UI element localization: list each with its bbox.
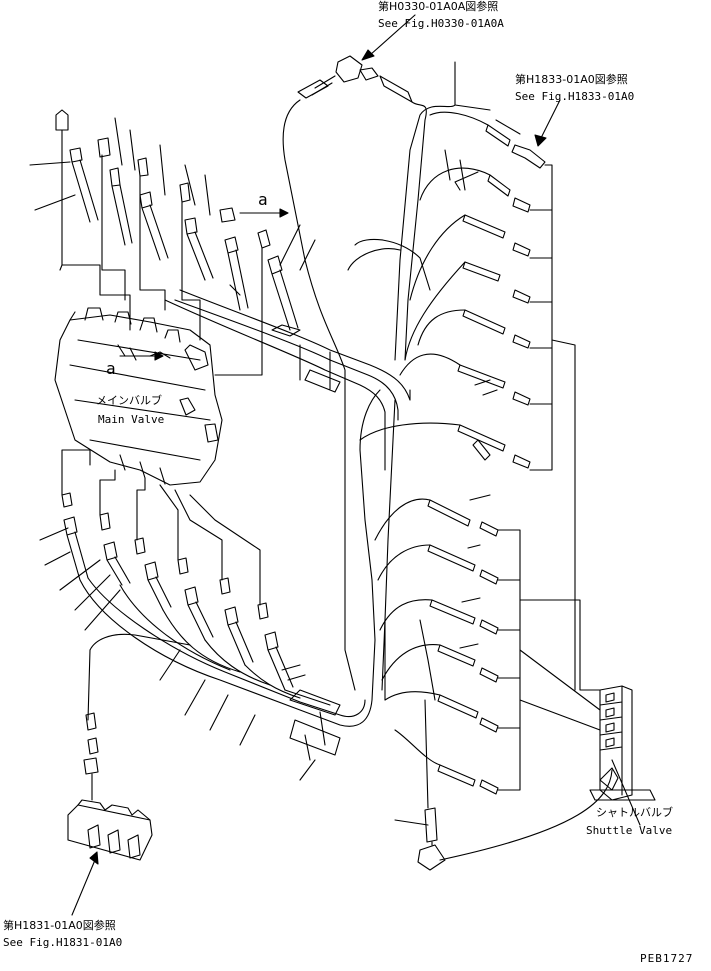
top-tee-fitting: [297, 55, 413, 103]
upper-left-fittings: [55, 109, 299, 331]
shuttle-valve-label-jp: シャトルバルブ: [596, 805, 673, 819]
ref-top-jp: 第H0330-01A0A図参照: [378, 0, 498, 13]
bottom-elbow-fitting: [417, 807, 446, 871]
ref-bottom-en: See Fig.H1831-01A0: [3, 936, 122, 949]
center-vertical-hoses: [282, 61, 491, 701]
view-arrowhead-top: [279, 208, 289, 218]
arrowhead-bottom-ref: [89, 851, 99, 865]
leader-top-ref: [369, 14, 416, 56]
arrowhead-top-ref: [361, 49, 375, 61]
lower-hose-bundle: [79, 577, 373, 781]
upper-left-leader-lines: [29, 117, 316, 376]
upper-hose-bundle: [164, 289, 411, 471]
leader-right-ref: [539, 99, 561, 141]
lower-left-leader-lines: [39, 449, 261, 631]
lower-right-hoses: [374, 339, 601, 795]
view-arrowhead-valve: [154, 351, 164, 361]
main-valve: [54, 307, 223, 486]
leader-bottom-ref: [71, 859, 96, 916]
right-hose-stack: [359, 111, 553, 471]
drawing-code: PEB1727: [640, 952, 693, 965]
ref-bottom-jp: 第H1831-01A0図参照: [3, 918, 116, 932]
arrowhead-right-ref: [534, 134, 547, 147]
lower-left-fittings: [61, 492, 294, 691]
main-valve-label-jp: メインバルブ: [96, 393, 162, 407]
view-label-a-valve: a: [106, 359, 116, 378]
ref-top-en: See Fig.H0330-01A0A: [378, 17, 504, 30]
leader-bottom-elbow: [394, 819, 429, 826]
pilot-valve-block: [67, 712, 153, 861]
shuttle-valve-label-en: Shuttle Valve: [586, 824, 672, 837]
main-valve-label-en: Main Valve: [98, 413, 164, 426]
bottom-vertical-line: [424, 699, 429, 809]
leader-shuttle: [611, 759, 641, 826]
view-label-a-top: a: [258, 190, 268, 209]
shuttle-valve: [439, 685, 656, 861]
ref-right-en: See Fig.H1833-01A0: [515, 90, 634, 103]
ref-right-jp: 第H1833-01A0図参照: [515, 72, 628, 86]
